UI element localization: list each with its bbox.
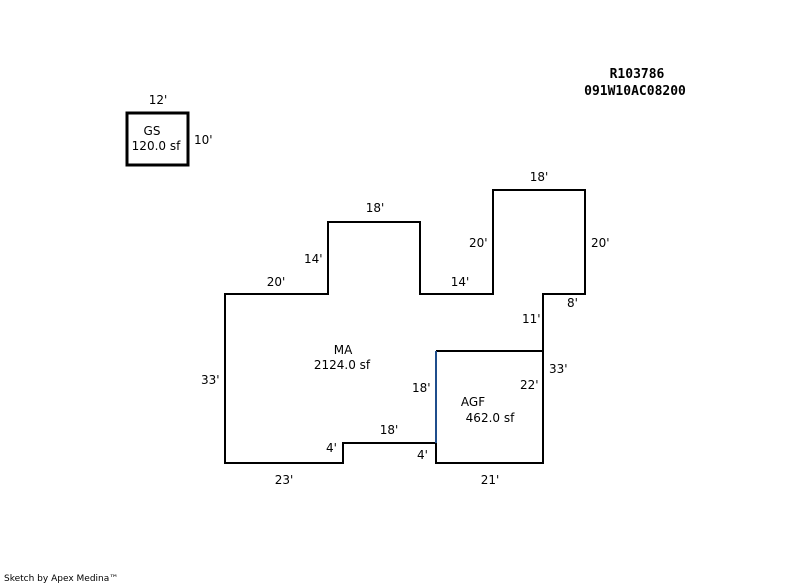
ma-area: 2124.0 sf [314,358,371,372]
gs-code: GS [144,124,161,138]
ma-code: MA [334,343,353,357]
account-number: R103786 [610,67,665,82]
sketch-credit: Sketch by Apex Medina™ [4,574,119,584]
agf-area: 462.0 sf [466,411,515,425]
dim-label: 23' [275,473,294,487]
dim-label: 18' [366,201,385,215]
dim-label: 12' [149,93,168,107]
gs-area: 120.0 sf [132,139,181,153]
gs-outline [125,111,190,167]
dim-label: 33' [549,362,568,376]
dim-label: 21' [481,473,500,487]
dim-label: 33' [201,373,220,387]
dim-label: 20' [267,275,286,289]
ma-outline [224,189,586,464]
dim-label: 4' [326,441,337,455]
dim-label: 18' [530,170,549,184]
dim-label: 20' [591,236,610,250]
dim-label: 14' [451,275,470,289]
dim-label: 14' [304,252,323,266]
dim-label: 8' [567,296,578,310]
dim-label: 18' [412,381,431,395]
dim-label: 18' [380,423,399,437]
dim-label: 10' [194,133,213,147]
dim-label: 11' [522,312,541,326]
map-number: 091W10AC08200 [584,84,686,99]
dim-label: 20' [469,236,488,250]
dim-label: 4' [417,448,428,462]
agf-code: AGF [461,395,485,409]
dim-label: 22' [520,378,539,392]
